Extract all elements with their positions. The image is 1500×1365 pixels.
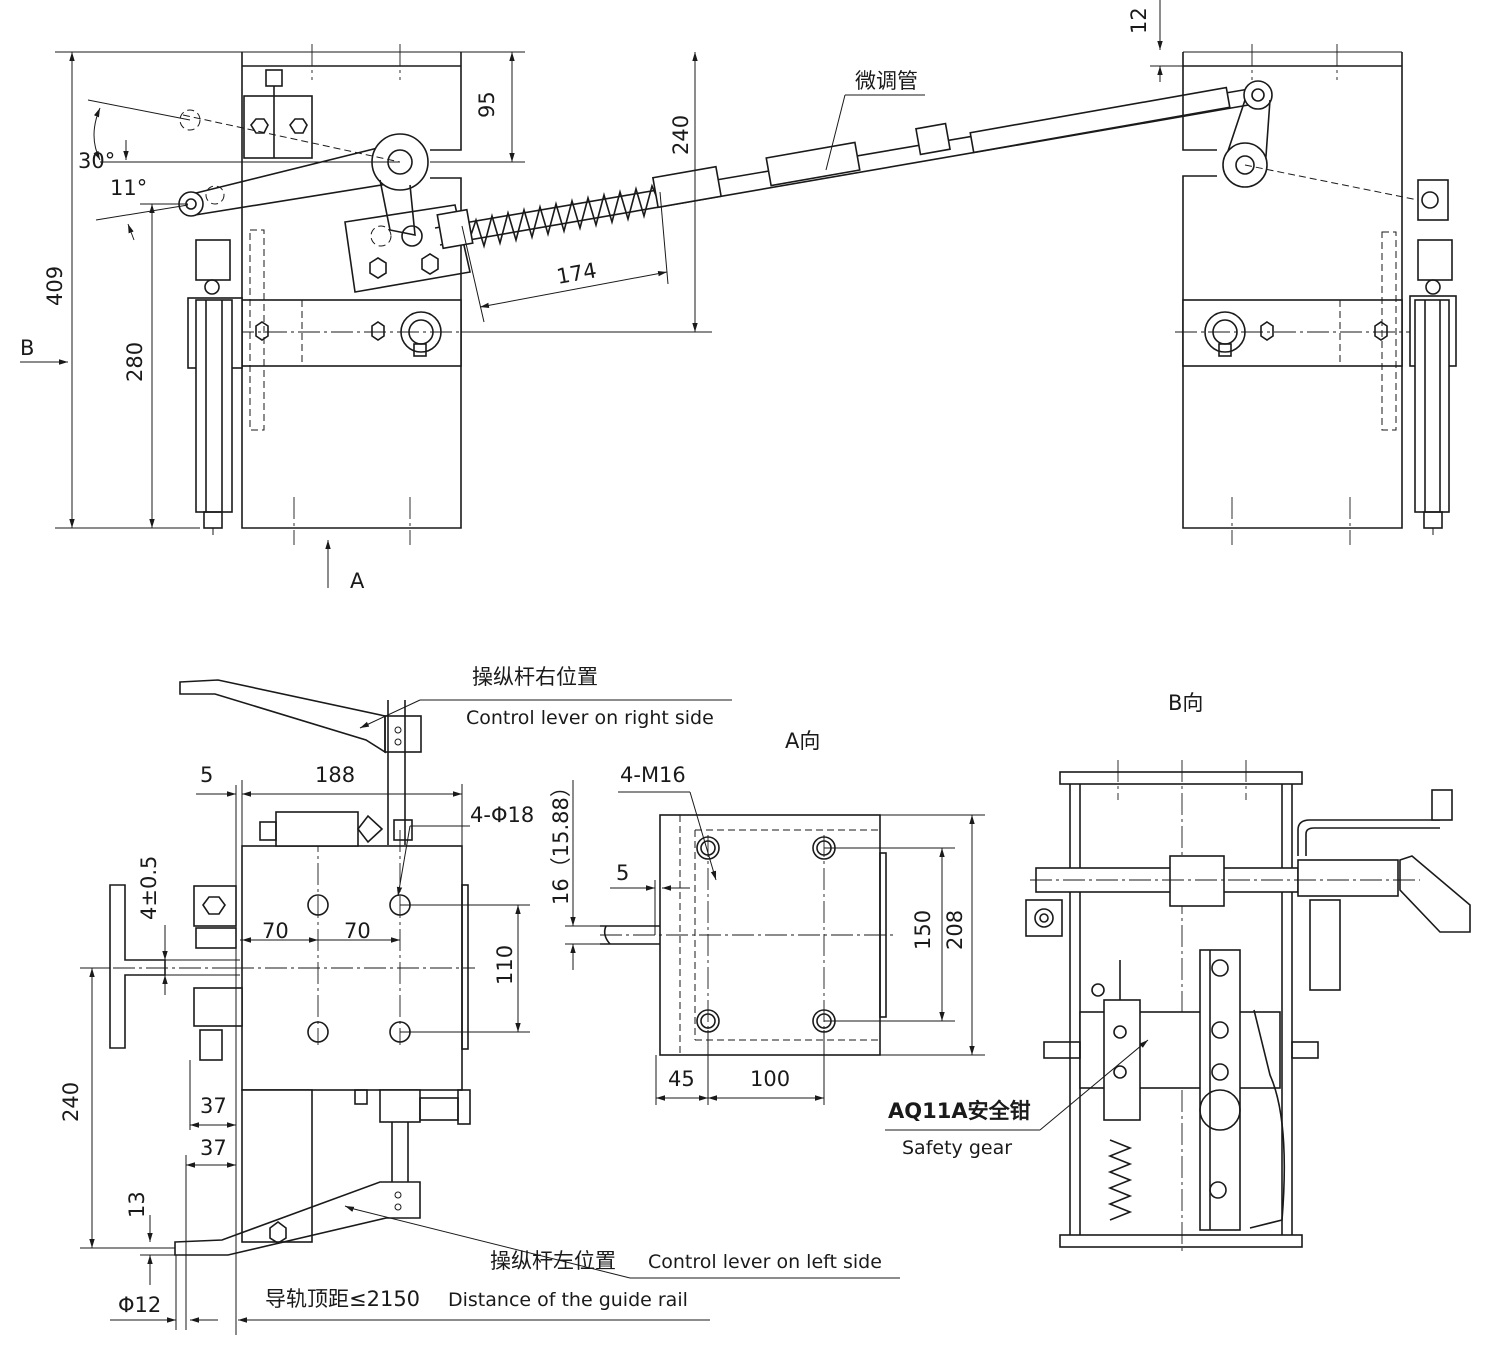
label-left-cn: 操纵杆左位置: [490, 1249, 616, 1273]
label-right-cn: 操纵杆右位置: [472, 665, 598, 689]
dim-280: 280: [123, 342, 147, 382]
label-safety-gear-cn: AQ11A安全钳: [888, 1099, 1031, 1123]
dim-240: 240: [59, 1082, 83, 1122]
dim-13: 13: [125, 1191, 149, 1218]
side-dim-texts: 5 188 4-Φ18 4±0.5 70 70 110 240 37 37 13…: [59, 665, 882, 1317]
left-gear-body: [232, 44, 470, 545]
holes-4-phi18: 4-Φ18: [470, 803, 534, 827]
dim-phi12: Φ12: [118, 1293, 161, 1317]
view-b-arrow-label: B: [20, 336, 34, 360]
dim-37a: 37: [200, 1094, 227, 1118]
b-view-title: B向: [1168, 691, 1203, 715]
dim-95: 95: [475, 91, 499, 118]
top-dim-texts: 12 95 240 409 280 174 30° 11° 微调管 B A: [20, 7, 1151, 593]
spring-rod: [434, 86, 1261, 250]
dim-409: 409: [43, 266, 67, 306]
b-view: B向 AQ11A安全钳 Safety gear: [885, 691, 1471, 1255]
dim-150: 150: [911, 910, 935, 950]
dim-5: 5: [200, 763, 213, 787]
dim-37b: 37: [200, 1136, 227, 1160]
dim-5-a: 5: [616, 861, 629, 885]
dim-188: 188: [315, 763, 355, 787]
top-dimensions: [20, 0, 1183, 588]
a-view: A向 4-M16 5 16（15.88） 150 208 45 100: [549, 729, 985, 1105]
view-a-arrow-label: A: [350, 569, 365, 593]
angle-30: 30°: [78, 149, 115, 173]
dim-45: 45: [668, 1067, 695, 1091]
dim-100: 100: [750, 1067, 790, 1091]
dim-70a: 70: [262, 919, 289, 943]
a-view-texts: A向 4-M16 5 16（15.88） 150 208 45 100: [549, 729, 967, 1091]
right-gear-body: [1175, 44, 1457, 545]
label-rail-en: Distance of the guide rail: [448, 1289, 688, 1311]
holes-4-m16: 4-M16: [620, 763, 686, 787]
dim-208: 208: [943, 910, 967, 950]
dim-12: 12: [1127, 7, 1151, 34]
label-left-en: Control lever on left side: [648, 1251, 882, 1273]
dim-240: 240: [669, 115, 693, 155]
label-right-en: Control lever on right side: [466, 707, 714, 729]
dim-16: 16（15.88）: [549, 776, 573, 905]
b-view-texts: B向 AQ11A安全钳 Safety gear: [888, 691, 1203, 1159]
dim-174: 174: [555, 258, 599, 289]
side-view: 5 188 4-Φ18 4±0.5 70 70 110 240 37 37 13…: [59, 665, 900, 1335]
label-fine-tube: 微调管: [855, 69, 918, 93]
a-view-title: A向: [785, 729, 820, 753]
label-safety-gear-en: Safety gear: [902, 1137, 1012, 1159]
dim-70b: 70: [344, 919, 371, 943]
angle-11: 11°: [110, 176, 147, 200]
label-rail-cn: 导轨顶距≤2150: [265, 1287, 420, 1311]
dim-4pm: 4±0.5: [137, 856, 161, 920]
top-view: 12 95 240 409 280 174 30° 11° 微调管 B A: [20, 0, 1457, 593]
dim-110: 110: [493, 945, 517, 985]
